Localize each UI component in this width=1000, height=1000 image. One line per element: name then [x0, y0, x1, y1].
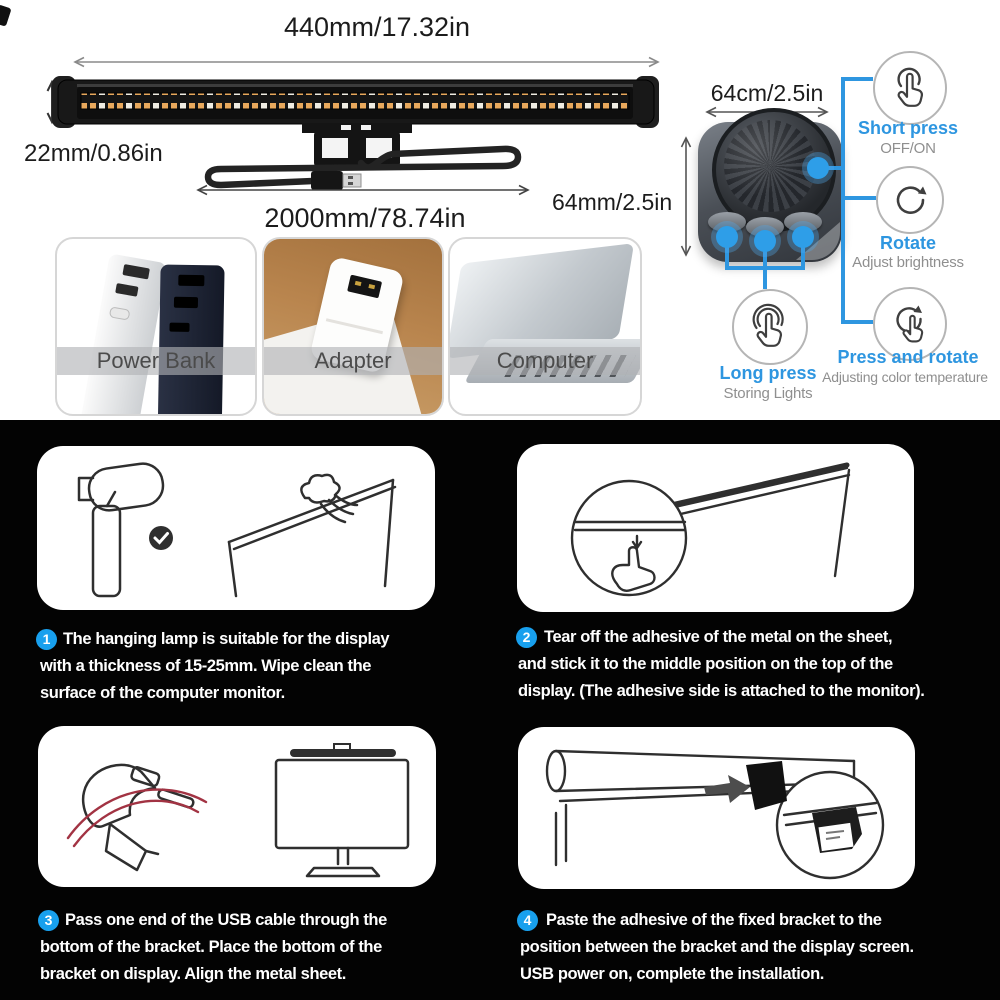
adapter-seam: [325, 318, 384, 335]
label-band: [450, 347, 640, 375]
callout-stub-knob: [826, 166, 843, 170]
step1-line1: The hanging lamp is suitable for the dis…: [63, 630, 390, 648]
power-bank-silver: [76, 253, 168, 414]
step3-line2: bottom of the bracket. Place the bottom …: [40, 938, 382, 956]
adapter-label: Adapter: [314, 348, 392, 373]
step4-line2: position between the bracket and the dis…: [520, 938, 914, 956]
power-bank-label: Power Bank: [96, 348, 216, 373]
step4-illustration: [518, 727, 915, 889]
computer-label: Computer: [496, 348, 594, 373]
step2-illustration: [517, 444, 914, 612]
step3-line1: Pass one end of the USB cable through th…: [65, 911, 387, 929]
power-bank-card: Power Bank: [55, 237, 257, 416]
controller-knob-glare: [724, 120, 816, 212]
button-bracket-right: [801, 241, 805, 269]
long-press-title: Long press: [719, 363, 817, 383]
callout-stub-shortpress: [841, 77, 873, 81]
step2-line1: Tear off the adhesive of the metal on th…: [544, 628, 893, 646]
controller-button-1: [708, 212, 746, 232]
usb-port: [173, 296, 199, 309]
usb-port: [347, 274, 383, 299]
controller-height-label: 64mm/2.5in: [552, 189, 673, 215]
step2-badge: 2: [516, 627, 537, 648]
short-press-subtitle: OFF/ON: [880, 140, 936, 157]
press-rotate-title: Press and rotate: [837, 347, 979, 367]
usb-port: [115, 283, 139, 297]
step2-drawing: [570, 462, 851, 597]
button-bracket-drop: [763, 266, 767, 289]
long-press-subtitle: Storing Lights: [723, 385, 813, 402]
knob-marker-dot: [807, 157, 829, 179]
corner-mark: [0, 4, 12, 27]
cable-length-label: 2000mm/78.74in: [264, 203, 466, 233]
step2-line3: display. (The adhesive side is attached …: [518, 682, 925, 700]
controller-button-2: [746, 217, 784, 237]
computer-card: Computer: [448, 237, 642, 416]
light-bar-drawing: [46, 56, 660, 196]
label-band: [264, 347, 442, 375]
callout-line-vertical: [841, 77, 845, 324]
press-rotate-circle: [873, 287, 947, 361]
step4-line3: USB power on, complete the installation.: [520, 965, 824, 983]
bar-thickness-label: 22mm/0.86in: [24, 140, 163, 167]
step4-line1: Paste the adhesive of the fixed bracket …: [546, 911, 882, 929]
step1-illustration: [37, 446, 435, 610]
usb-port: [178, 274, 205, 287]
step3-illustration: [38, 726, 436, 887]
press-rotate-subtitle: Adjusting color temperature: [822, 369, 988, 385]
power-button: [108, 306, 131, 321]
usb-port: [122, 264, 150, 280]
step1-line2: with a thickness of 15-25mm. Wipe clean …: [40, 657, 372, 675]
label-band: [57, 347, 255, 375]
short-press-title: Short press: [857, 118, 959, 138]
press-rotate-icon: [896, 305, 924, 343]
callout-stub-pressrotate: [841, 320, 873, 324]
rotate-icon: [896, 186, 927, 214]
rotate-title: Rotate: [879, 233, 936, 253]
button3-marker-dot: [792, 226, 814, 248]
step3-badge: 3: [38, 910, 59, 931]
step1-line3: surface of the computer monitor.: [40, 684, 285, 702]
button2-marker-dot: [754, 230, 776, 252]
long-press-icon: [752, 303, 784, 347]
step4-badge: 4: [517, 910, 538, 931]
step1-drawing: [77, 462, 397, 598]
usb-port: [169, 322, 190, 332]
step4-drawing: [545, 749, 885, 880]
adapter-card: Adapter: [262, 237, 444, 416]
power-bank-dark: [157, 264, 225, 414]
button-bracket-left: [725, 241, 729, 269]
controller-button-3: [784, 212, 822, 232]
usb-pin: [368, 283, 376, 290]
tap-icon: [897, 67, 924, 107]
bar-length-label: 440mm/17.32in: [283, 12, 471, 42]
step3-drawing: [66, 743, 410, 878]
step2-line2: and stick it to the middle position on t…: [518, 655, 893, 673]
usb-pin: [354, 280, 362, 287]
step1-badge: 1: [36, 629, 57, 650]
step3-line3: bracket on display. Align the metal shee…: [40, 965, 346, 983]
rotate-circle: [876, 166, 944, 234]
controller-width-label: 64cm/2.5in: [710, 80, 824, 106]
short-press-circle: [873, 51, 947, 125]
button1-marker-dot: [716, 226, 738, 248]
button-bracket-mid: [763, 244, 767, 269]
rotate-subtitle: Adjust brightness: [852, 254, 964, 271]
callout-stub-rotate: [841, 196, 876, 200]
controller-knob-face: [724, 120, 816, 212]
long-press-circle: [732, 289, 808, 365]
